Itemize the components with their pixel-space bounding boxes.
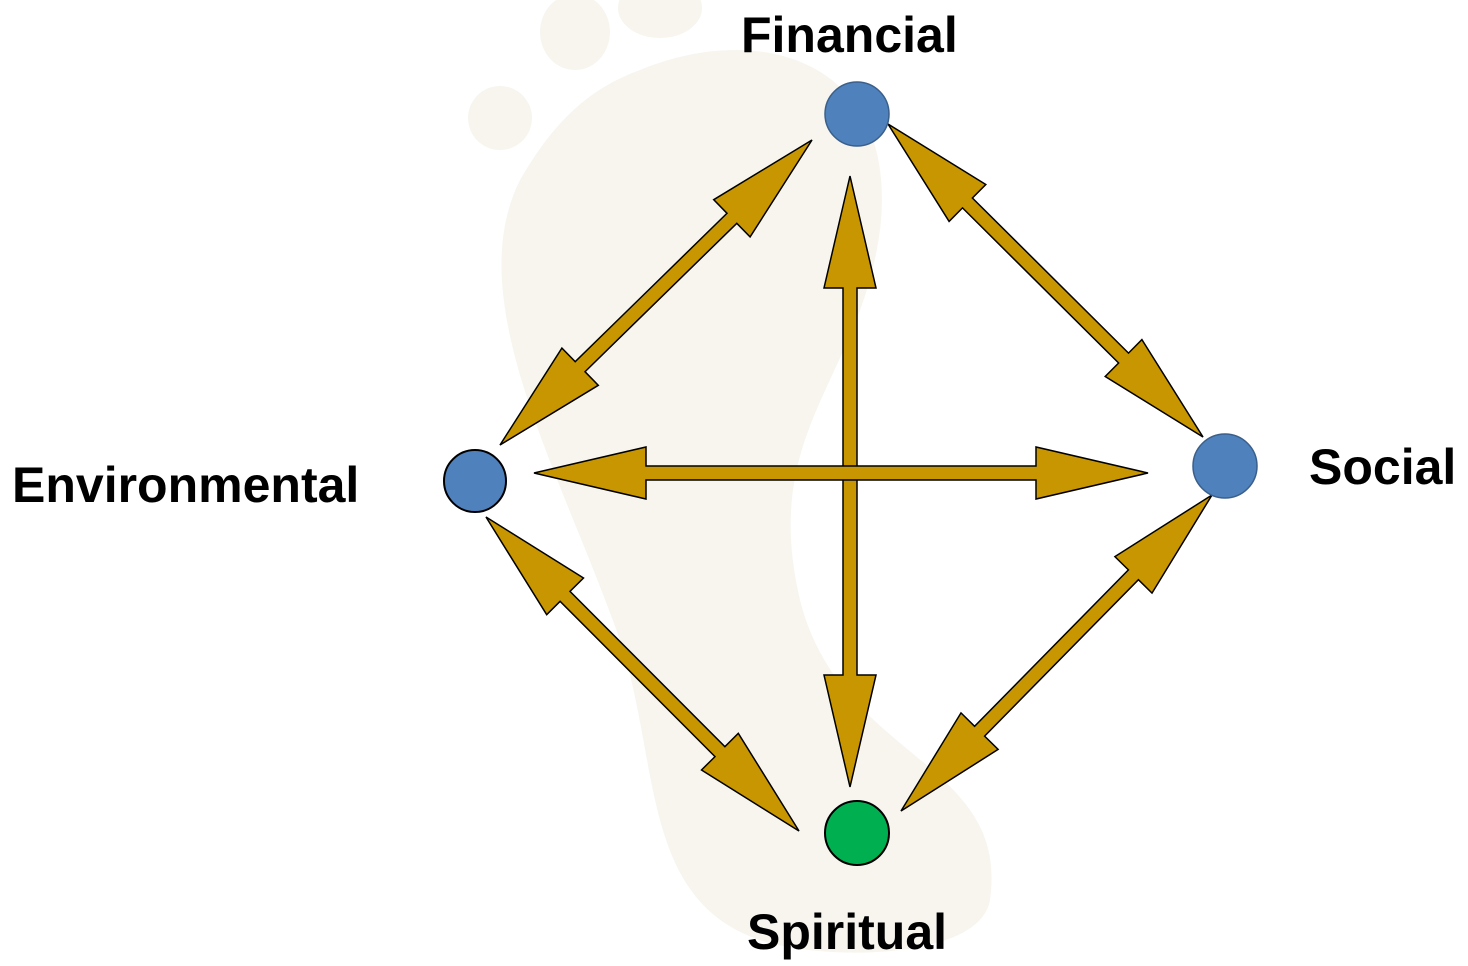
environmental-label: Environmental	[12, 457, 360, 513]
arrow-environmental-social	[533, 446, 1149, 500]
arrow-social-spiritual	[900, 494, 1213, 812]
footprint-toe-shape	[468, 86, 532, 150]
arrows-layer	[485, 123, 1213, 832]
arrow-environmental-spiritual	[485, 516, 800, 832]
arrow-financial-spiritual	[823, 175, 877, 788]
footprint-toe-shape	[618, 0, 702, 38]
financial-label: Financial	[741, 7, 958, 63]
footprint-leaf-shape	[691, 136, 849, 344]
social-label: Social	[1309, 439, 1457, 495]
footprint-toe-shape	[540, 0, 610, 70]
arrow-financial-social	[887, 123, 1204, 438]
social-node	[1192, 433, 1258, 499]
financial-node	[824, 81, 890, 147]
spiritual-node	[824, 800, 890, 866]
spiritual-label: Spiritual	[747, 904, 948, 960]
environmental-node	[443, 449, 507, 513]
arrow-financial-environmental	[499, 139, 813, 446]
